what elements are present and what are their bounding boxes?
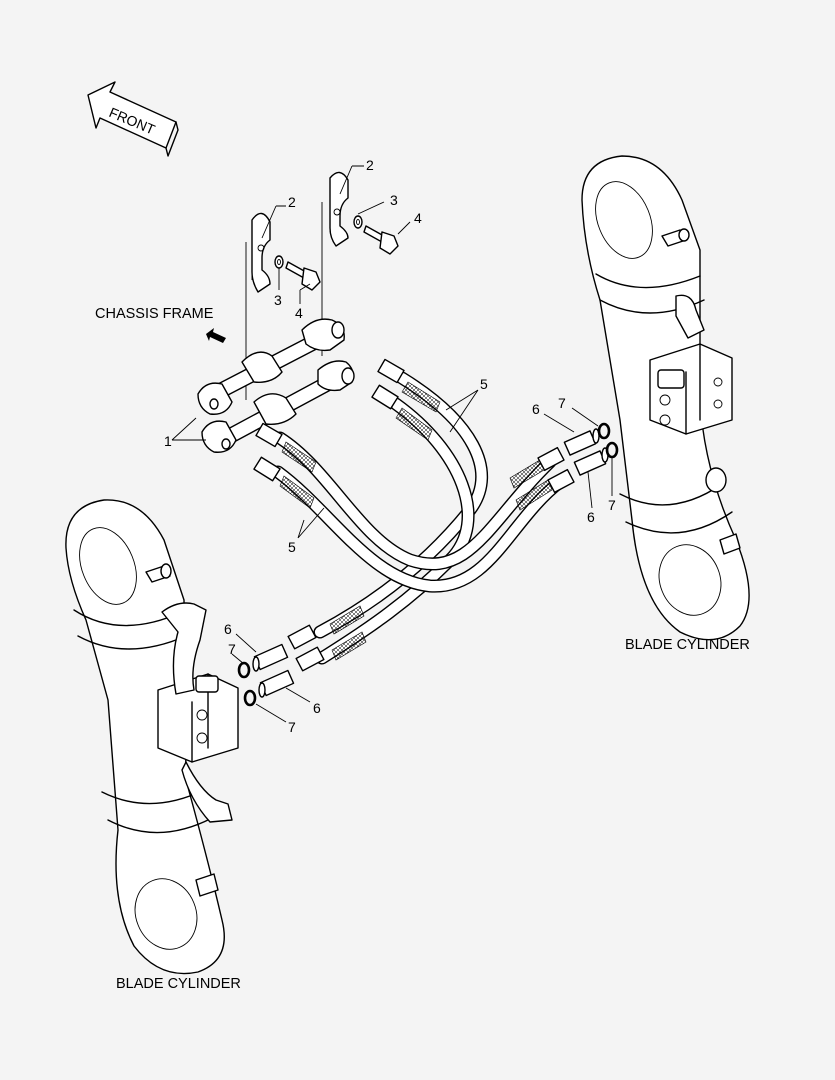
callout-5a: 5 (480, 376, 488, 392)
adapter-upper-right (563, 428, 600, 456)
blade-cylinder-right (581, 155, 750, 641)
blade-cylinder-right-label: BLADE CYLINDER (625, 637, 750, 653)
o-ring-upper-left (237, 661, 251, 679)
leader-lines (171, 165, 613, 723)
callout-7a: 7 (558, 395, 566, 411)
callout-6b: 6 (587, 509, 595, 525)
callout-7c: 7 (228, 641, 236, 657)
adapter-lower-left (258, 669, 295, 698)
front-arrow-icon: FRONT (87, 81, 179, 157)
bolt-left (285, 261, 321, 291)
chassis-direction-arrow-icon (206, 328, 226, 343)
callout-2b: 2 (366, 157, 374, 173)
bracket-clamp-right (321, 171, 349, 356)
adapter-lower-right (573, 447, 609, 476)
blade-cylinder-left (65, 499, 239, 975)
tee-fitting-lower (201, 360, 355, 453)
o-ring-upper-right (597, 422, 611, 440)
tee-fitting-upper (197, 318, 345, 415)
callout-1: 1 (164, 433, 172, 449)
washer-left (274, 255, 284, 269)
callout-4b: 4 (414, 210, 422, 226)
adapter-upper-left (252, 643, 289, 672)
o-ring-lower-right (605, 441, 619, 459)
callout-6c: 6 (224, 621, 232, 637)
washer-right (353, 215, 363, 229)
callout-5b: 5 (288, 539, 296, 555)
callout-7b: 7 (608, 497, 616, 513)
bolt-right (363, 225, 399, 255)
callout-3b: 3 (390, 192, 398, 208)
callout-2a: 2 (288, 194, 296, 210)
callout-7d: 7 (288, 719, 296, 735)
o-ring-lower-left (243, 689, 257, 707)
callout-3a: 3 (274, 292, 282, 308)
blade-cylinder-left-label: BLADE CYLINDER (116, 976, 241, 992)
callout-6a: 6 (532, 401, 540, 417)
callout-6d: 6 (313, 700, 321, 716)
callout-4a: 4 (295, 305, 303, 321)
hydraulic-hose-bundle (253, 358, 575, 672)
bracket-clamp-left (245, 212, 271, 400)
chassis-frame-label: CHASSIS FRAME (95, 306, 214, 322)
